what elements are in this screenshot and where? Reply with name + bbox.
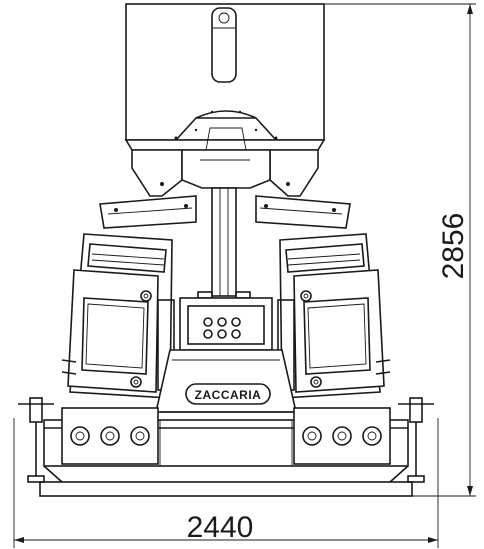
brand-label: ZACCARIA	[195, 388, 262, 402]
right-sifter-unit	[277, 233, 391, 399]
width-dimension-label: 2440	[187, 511, 254, 544]
height-dimension: 2856	[324, 3, 476, 497]
left-upper-arm	[99, 195, 197, 229]
base-frame	[39, 407, 413, 497]
right-upper-arm	[255, 195, 351, 229]
right-leveling-foot	[398, 397, 434, 483]
left-sifter-unit	[61, 233, 175, 399]
central-drive-housing: ZACCARIA	[154, 297, 298, 413]
height-dimension-label: 2856	[437, 213, 470, 280]
central-column	[197, 187, 251, 299]
width-dimension: 2440	[13, 418, 439, 548]
feed-funnels	[131, 149, 319, 197]
left-leveling-foot	[18, 397, 54, 483]
feed-hopper	[124, 3, 326, 151]
